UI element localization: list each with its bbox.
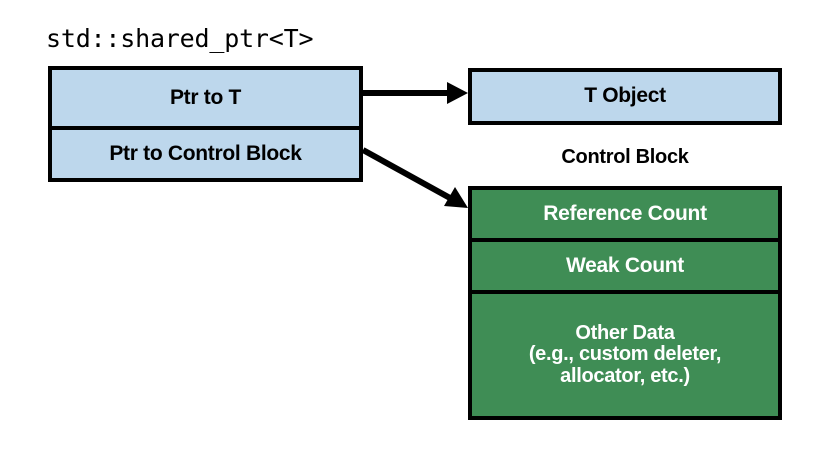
ptr-to-control-block-arrow: [361, 147, 468, 208]
shared-ptr-title: std::shared_ptr<T>: [46, 24, 314, 53]
ptr-to-control-block-arrow-head: [444, 187, 468, 208]
other-data-line-2: (e.g., custom deleter,: [528, 343, 722, 366]
other-data-line-1: Other Data: [575, 322, 675, 345]
shared-ptr-box: Ptr to T Ptr to Control Block: [48, 66, 363, 182]
control-block-row-weak-count: Weak Count: [472, 238, 778, 290]
shared-ptr-row-ptr-to-t: Ptr to T: [52, 70, 359, 126]
control-block-row-other-data: Other Data (e.g., custom deleter, alloca…: [472, 290, 778, 416]
t-object-box: T Object: [468, 68, 782, 125]
shared-ptr-row-ptr-to-control-block: Ptr to Control Block: [52, 126, 359, 178]
ptr-to-t-arrow-head: [447, 82, 468, 104]
ptr-to-control-block-arrow-shaft: [361, 147, 452, 201]
control-block-row-reference-count: Reference Count: [472, 190, 778, 238]
t-object-label: T Object: [472, 72, 778, 121]
other-data-line-3: allocator, etc.): [560, 364, 690, 387]
control-block-caption: Control Block: [561, 146, 689, 168]
control-block-box: Reference Count Weak Count Other Data (e…: [468, 186, 782, 420]
ptr-to-t-arrow: [363, 82, 468, 104]
